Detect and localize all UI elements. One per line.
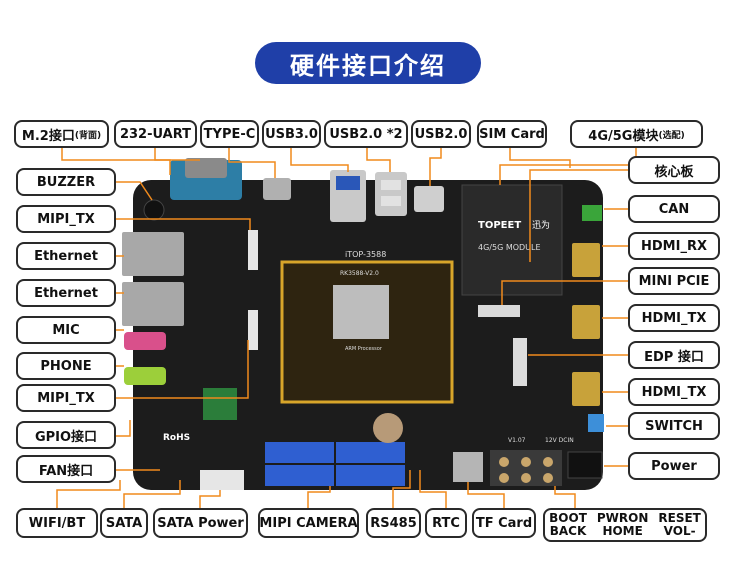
module-text: 4G/5G MODULE	[478, 243, 541, 252]
label-back: BACK	[549, 524, 587, 538]
label-power: Power	[628, 452, 720, 480]
label-4g5g-module: 4G/5G模块(选配)	[570, 120, 703, 148]
label-switch: SWITCH	[628, 412, 720, 440]
svg-text:RK3588-V2.0: RK3588-V2.0	[340, 270, 379, 277]
svg-text:迅为: 迅为	[532, 219, 550, 231]
label-ethernet-1: Ethernet	[16, 242, 116, 270]
label-usb2: USB2.0	[411, 120, 471, 148]
label-m2: M.2接口(背面)	[14, 120, 109, 148]
soc-chip	[333, 285, 389, 339]
power-jack	[567, 451, 603, 479]
label-buzzer: BUZZER	[16, 168, 116, 196]
buzzer	[143, 199, 165, 221]
label-wifi-bt: WIFI/BT	[16, 508, 98, 538]
rohs-text: RoHS	[163, 433, 190, 443]
svg-text:V1.07: V1.07	[508, 437, 526, 444]
label-pwron: PWRON	[596, 511, 649, 525]
phone-jack	[124, 367, 166, 385]
ethernet-port-1	[122, 232, 184, 276]
leader-lines	[56, 148, 637, 508]
label-rtc: RTC	[425, 508, 467, 538]
label-hdmi-rx: HDMI_RX	[628, 232, 720, 260]
rtc-battery	[373, 413, 403, 443]
brand-text: TOPEET	[478, 220, 521, 231]
label-usb3: USB3.0	[262, 120, 321, 148]
label-core-board: 核心板	[628, 156, 720, 184]
svg-text:ARM Processor: ARM Processor	[345, 346, 383, 352]
label-usb2-x2: USB2.0 *2	[324, 120, 408, 148]
sata-power-connector	[200, 470, 244, 490]
label-can: CAN	[628, 195, 720, 223]
label-vol-minus: VOL-	[663, 524, 696, 538]
label-mipi-camera: MIPI CAMERA	[258, 508, 359, 538]
label-sata-power: SATA Power	[153, 508, 248, 538]
label-home: HOME	[602, 524, 643, 538]
hdmi-rx-port	[572, 243, 600, 277]
edp-connector	[513, 338, 527, 386]
label-mic: MIC	[16, 316, 116, 344]
mipi-tx-connector-1	[248, 230, 258, 270]
label-fan: FAN接口	[16, 455, 116, 483]
label-hdmi-tx-2: HDMI_TX	[628, 378, 720, 406]
sim-slot	[414, 186, 444, 212]
label-boot: BOOT	[549, 511, 587, 525]
wifi-module	[203, 388, 237, 420]
tf-card-slot	[453, 452, 483, 482]
label-rs485: RS485	[366, 508, 421, 538]
typec-port	[263, 178, 291, 200]
label-hdmi-tx-1: HDMI_TX	[628, 304, 720, 332]
label-ethernet-2: Ethernet	[16, 279, 116, 307]
label-232-uart: 232-UART	[114, 120, 197, 148]
usb2-dual-port	[375, 172, 407, 216]
label-gpio: GPIO接口	[16, 421, 116, 449]
label-reset: RESET	[658, 511, 701, 525]
mic-jack	[124, 332, 166, 350]
label-tf-card: TF Card	[472, 508, 536, 538]
label-type-c: TYPE-C	[200, 120, 259, 148]
hdmi-tx-port-2	[572, 372, 600, 406]
label-mipi-tx-2: MIPI_TX	[16, 384, 116, 412]
label-sim-card: SIM Card	[477, 120, 547, 148]
model-text: iTOP-3588	[345, 250, 386, 259]
module-4g	[461, 184, 563, 296]
minipcie-slot	[478, 305, 520, 317]
svg-text:12V DCIN: 12V DCIN	[545, 437, 574, 444]
label-edp: EDP 接口	[628, 341, 720, 369]
page-title: 硬件接口介绍	[255, 42, 481, 84]
switch-component	[588, 414, 604, 432]
ethernet-port-2	[122, 282, 184, 326]
label-phone: PHONE	[16, 352, 116, 380]
can-connector	[582, 205, 602, 221]
hdmi-tx-port-1	[572, 305, 600, 339]
mipi-tx-connector-2	[248, 310, 258, 350]
label-mipi-tx-1: MIPI_TX	[16, 205, 116, 233]
label-sata: SATA	[100, 508, 148, 538]
label-mini-pcie: MINI PCIE	[628, 267, 720, 295]
